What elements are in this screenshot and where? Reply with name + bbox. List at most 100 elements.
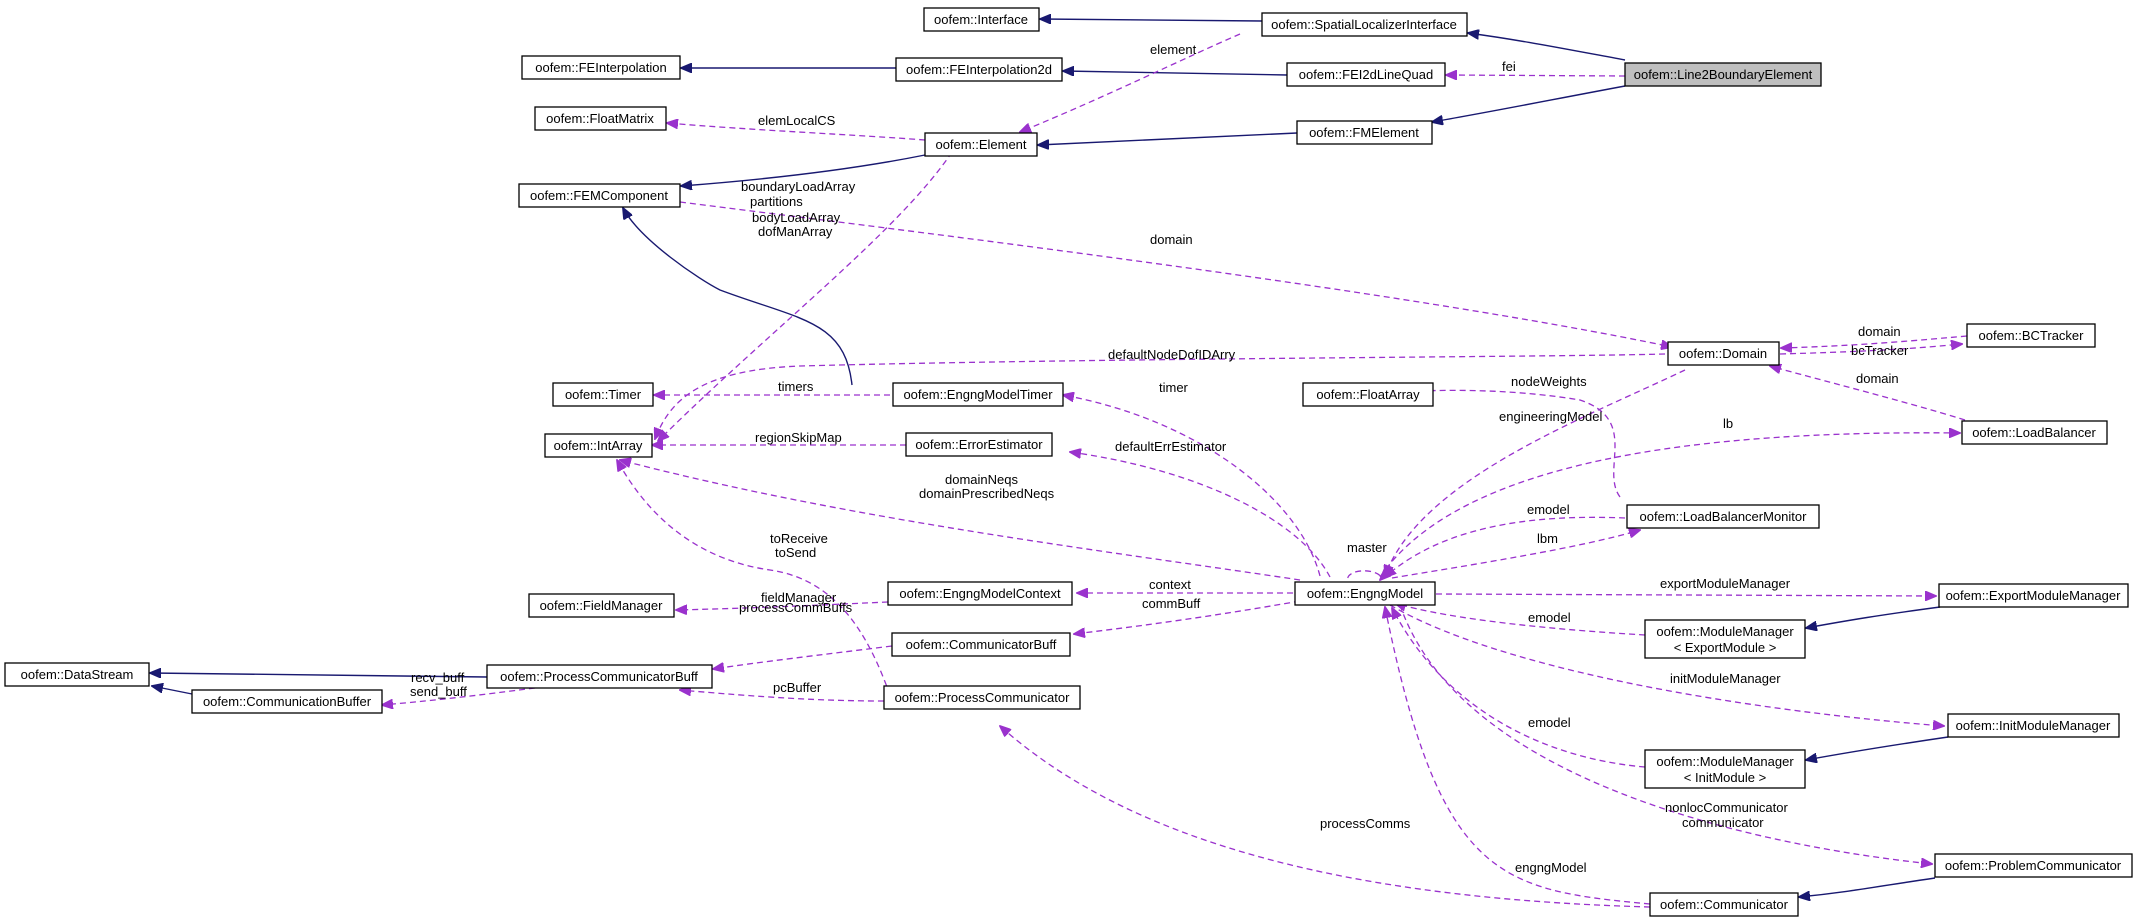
edge-processCommBuffs: [713, 645, 893, 669]
node-engngmodel[interactable]: oofem::EngngModel: [1294, 581, 1436, 606]
node-loadbalancermonitor[interactable]: oofem::LoadBalancerMonitor: [1626, 504, 1820, 529]
edge-expmodmgr-modmgr: [1806, 606, 1941, 628]
edge-line2-fmelement: [1432, 85, 1626, 122]
edge-elemLocalCS: [667, 123, 926, 141]
label-domainNeqs: domainNeqs: [945, 472, 1018, 487]
node-engngmodeltimer[interactable]: oofem::EngngModelTimer: [892, 382, 1064, 407]
label-emodel-init: emodel: [1528, 715, 1571, 730]
node-processcommunicator[interactable]: oofem::ProcessCommunicator: [883, 685, 1081, 710]
edge-commbuffer-datastream: [152, 686, 193, 695]
label-bcTracker: bcTracker: [1851, 343, 1909, 358]
edge-fieldManager: [676, 601, 889, 610]
label-initModuleManager: initModuleManager: [1670, 671, 1781, 686]
node-domain[interactable]: oofem::Domain: [1667, 341, 1780, 366]
node-fmelement[interactable]: oofem::FMElement: [1296, 120, 1433, 145]
svg-text:oofem::Interface: oofem::Interface: [934, 12, 1028, 27]
label-toSend: toSend: [775, 545, 816, 560]
edge-defaultErrEstimator: [1070, 452, 1331, 578]
svg-text:oofem::DataStream: oofem::DataStream: [21, 667, 134, 682]
edge-defaultNodeDofIDArry: [655, 353, 1666, 439]
usage-edges: [382, 33, 1968, 908]
svg-text:oofem::FMElement: oofem::FMElement: [1309, 125, 1419, 140]
node-spatial-localizer-interface[interactable]: oofem::SpatialLocalizerInterface: [1261, 12, 1468, 37]
node-errorestimator[interactable]: oofem::ErrorEstimator: [905, 432, 1053, 457]
node-loadbalancer[interactable]: oofem::LoadBalancer: [1961, 420, 2108, 445]
node-modulemanager-exportmodule[interactable]: oofem::ModuleManager < ExportModule >: [1644, 619, 1806, 659]
node-problemcommunicator[interactable]: oofem::ProblemCommunicator: [1934, 853, 2133, 878]
label-elemLocalCS: elemLocalCS: [758, 113, 836, 128]
edge-emodel-exp: [1395, 603, 1646, 636]
svg-text:oofem::CommunicationBuffer: oofem::CommunicationBuffer: [203, 694, 372, 709]
node-initmodulemanager[interactable]: oofem::InitModuleManager: [1947, 713, 2120, 738]
edge-fmelement-element: [1038, 132, 1298, 145]
edge-spatial-interface: [1040, 19, 1263, 21]
label-timers: timers: [778, 379, 814, 394]
svg-text:oofem::EngngModel: oofem::EngngModel: [1307, 586, 1423, 601]
svg-text:oofem::Element: oofem::Element: [935, 137, 1026, 152]
edge-probcomm-communicator: [1799, 877, 1936, 897]
label-boundaryLoadArray: boundaryLoadArray: [741, 179, 856, 194]
edge-labels: element fei elemLocalCS boundaryLoadArra…: [410, 42, 1909, 875]
node-communicationbuffer[interactable]: oofem::CommunicationBuffer: [191, 689, 383, 714]
edge-recv-buff: [382, 687, 536, 705]
label-exportModuleManager: exportModuleManager: [1660, 576, 1791, 591]
label-regionSkipMap: regionSkipMap: [755, 430, 842, 445]
label-pcBuffer: pcBuffer: [773, 680, 822, 695]
node-fei2dlinequad[interactable]: oofem::FEI2dLineQuad: [1286, 62, 1446, 87]
svg-text:oofem::FieldManager: oofem::FieldManager: [540, 598, 664, 613]
node-datastream[interactable]: oofem::DataStream: [4, 662, 150, 687]
svg-text:oofem::InitModuleManager: oofem::InitModuleManager: [1956, 718, 2111, 733]
node-feinterpolation[interactable]: oofem::FEInterpolation: [521, 55, 681, 80]
node-floatarray[interactable]: oofem::FloatArray: [1302, 382, 1434, 407]
node-communicatorbuff[interactable]: oofem::CommunicatorBuff: [891, 632, 1071, 657]
label-context: context: [1149, 577, 1191, 592]
node-modulemanager-initmodule[interactable]: oofem::ModuleManager < InitModule >: [1644, 749, 1806, 789]
svg-text:oofem::FEI2dLineQuad: oofem::FEI2dLineQuad: [1299, 67, 1433, 82]
edge-timer: [1063, 395, 1321, 577]
node-timer[interactable]: oofem::Timer: [552, 382, 654, 407]
label-dofManArray: dofManArray: [758, 224, 833, 239]
svg-text:oofem::ExportModuleManager: oofem::ExportModuleManager: [1946, 588, 2122, 603]
node-femcomponent[interactable]: oofem::FEMComponent: [518, 183, 681, 208]
node-intarray[interactable]: oofem::IntArray: [544, 433, 653, 458]
svg-text:oofem::ProcessCommunicator: oofem::ProcessCommunicator: [895, 690, 1071, 705]
label-domain-lb: domain: [1856, 371, 1899, 386]
label-domain-bc: domain: [1858, 324, 1901, 339]
node-element[interactable]: oofem::Element: [924, 132, 1038, 157]
svg-text:oofem::ErrorEstimator: oofem::ErrorEstimator: [915, 437, 1043, 452]
edge-nonloc: [1399, 604, 1932, 864]
svg-text:oofem::LoadBalancer: oofem::LoadBalancer: [1972, 425, 2096, 440]
node-interface[interactable]: oofem::Interface: [923, 7, 1040, 32]
node-bctracker[interactable]: oofem::BCTracker: [1966, 323, 2096, 348]
node-engngmodelcontext[interactable]: oofem::EngngModelContext: [887, 581, 1073, 606]
edge-nodeWeights: [1384, 390, 1621, 498]
edge-fei: [1446, 75, 1626, 76]
svg-text:< ExportModule >: < ExportModule >: [1674, 640, 1777, 655]
edge-toReceive: [617, 460, 891, 696]
node-communicator[interactable]: oofem::Communicator: [1649, 892, 1799, 917]
svg-text:oofem::FEMComponent: oofem::FEMComponent: [530, 188, 668, 203]
label-domainPrescribedNeqs: domainPrescribedNeqs: [919, 486, 1055, 501]
node-feinterpolation2d[interactable]: oofem::FEInterpolation2d: [895, 57, 1063, 82]
node-floatmatrix[interactable]: oofem::FloatMatrix: [534, 106, 667, 131]
edge-pcBuffer: [680, 690, 885, 702]
svg-text:oofem::Line2BoundaryElement: oofem::Line2BoundaryElement: [1634, 67, 1813, 82]
label-timer: timer: [1159, 380, 1189, 395]
class-nodes: oofem::Interface oofem::SpatialLocalizer…: [4, 7, 2133, 917]
edge-element-femcomp: [681, 154, 926, 186]
svg-text:oofem::BCTracker: oofem::BCTracker: [1979, 328, 2085, 343]
label-fei: fei: [1502, 59, 1516, 74]
label-lb: lb: [1723, 416, 1733, 431]
node-exportmodulemanager[interactable]: oofem::ExportModuleManager: [1938, 583, 2129, 608]
edge-emodel-init: [1392, 608, 1646, 768]
edge-errest-femcomp: [623, 208, 853, 386]
node-fieldmanager[interactable]: oofem::FieldManager: [528, 593, 675, 618]
node-line2boundaryelement[interactable]: oofem::Line2BoundaryElement: [1624, 62, 1822, 87]
node-processcommunicatorbuff[interactable]: oofem::ProcessCommunicatorBuff: [486, 664, 713, 689]
label-processComms: processComms: [1320, 816, 1411, 831]
label-bodyLoadArray: bodyLoadArray: [752, 210, 841, 225]
edge-fei2d-feinterp2d: [1063, 71, 1288, 75]
edge-line2-spatial: [1468, 33, 1626, 61]
label-toReceive: toReceive: [770, 531, 828, 546]
